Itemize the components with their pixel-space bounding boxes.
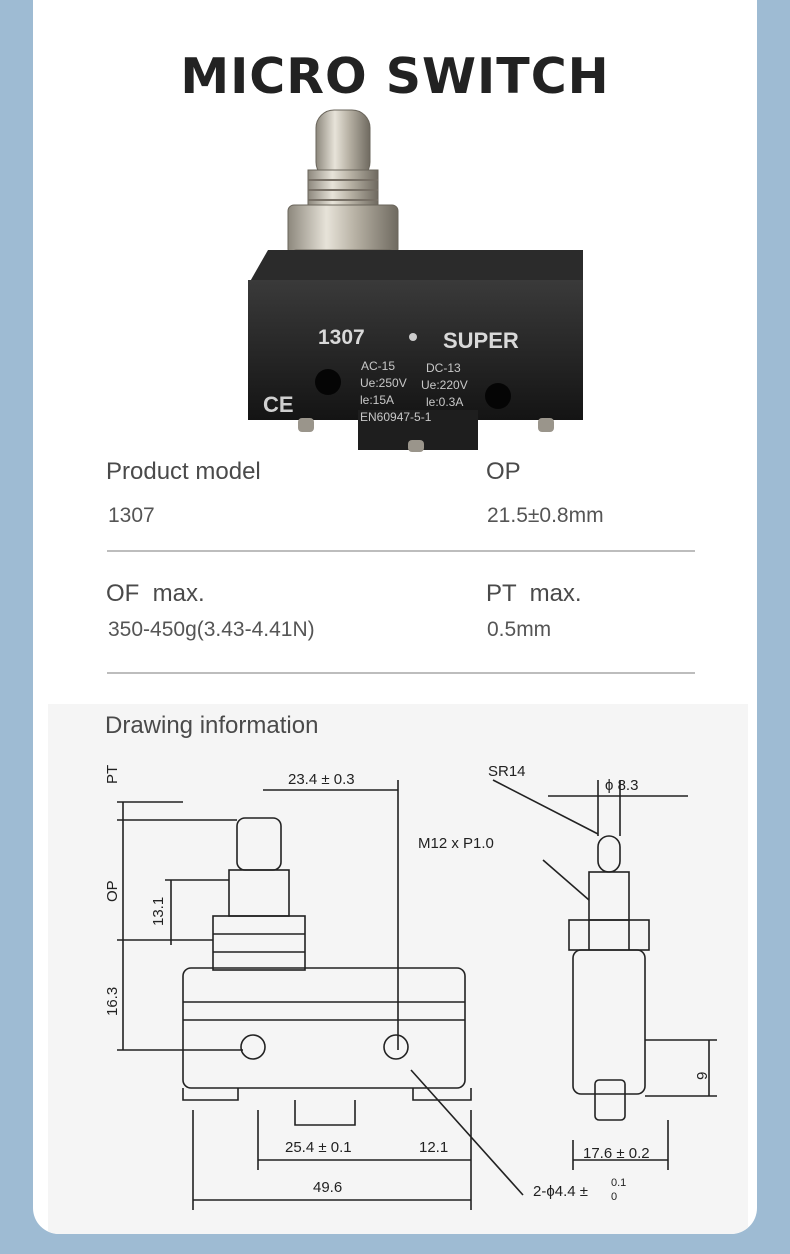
spec-value-pt: 0.5mm bbox=[487, 618, 552, 641]
dim-12-1: 12.1 bbox=[419, 1139, 448, 1156]
spec-label-of: OF max. bbox=[106, 580, 205, 607]
spec-label-product-model: Product model bbox=[106, 458, 261, 485]
rating-ac15: AC-15 bbox=[361, 359, 395, 373]
dim-49-6: 49.6 bbox=[313, 1179, 342, 1196]
spec-value-product-model: 1307 bbox=[108, 504, 155, 527]
dim-13-1: 13.1 bbox=[150, 897, 167, 926]
dim-hole-tol-bottom: 0 bbox=[611, 1191, 617, 1203]
dim-9: 9 bbox=[694, 1072, 711, 1080]
dim-23-4: 23.4 ± 0.3 bbox=[288, 771, 355, 788]
dim-sr14: SR14 bbox=[488, 763, 526, 780]
rating-le15: le:15A bbox=[360, 393, 394, 407]
dim-16-3: 16.3 bbox=[104, 987, 121, 1016]
spec-value-of: 350-450g(3.43-4.41N) bbox=[108, 618, 315, 641]
dim-hole-tol-top: 0.1 bbox=[611, 1177, 626, 1189]
spec-divider bbox=[107, 550, 695, 552]
page-title: MICRO SWITCH bbox=[180, 48, 610, 105]
dim-hole: 2-ϕ4.4 ± bbox=[533, 1183, 588, 1200]
dim-m12: M12 x P1.0 bbox=[418, 835, 494, 852]
spec-value-op: 21.5±0.8mm bbox=[487, 504, 604, 527]
drawing-title: Drawing information bbox=[105, 712, 319, 739]
spec-divider bbox=[107, 672, 695, 674]
dim-pt: PT bbox=[104, 765, 121, 784]
rating-ue220: Ue:220V bbox=[421, 378, 468, 392]
brand-logo: SUPER bbox=[443, 328, 519, 353]
product-photo: 1307 SUPER AC-15 DC-13 Ue:250V Ue:220V l… bbox=[248, 109, 583, 452]
rating-dc13: DC-13 bbox=[426, 361, 461, 375]
product-model-mark: 1307 bbox=[318, 326, 365, 349]
spec-label-op: OP bbox=[486, 458, 521, 485]
dim-phi-8-3: ϕ 8.3 bbox=[605, 777, 638, 794]
ce-mark: CE bbox=[263, 392, 294, 417]
rating-standard: EN60947-5-1 bbox=[360, 410, 432, 424]
dim-op: OP bbox=[104, 880, 121, 902]
spec-label-pt: PT max. bbox=[486, 580, 582, 607]
dim-17-6: 17.6 ± 0.2 bbox=[583, 1145, 650, 1162]
technical-drawing: PT OP 13.1 16.3 23.4 ± 0.3 25.4 ± 0.1 12… bbox=[104, 763, 717, 1210]
product-card: MICRO SWITCH bbox=[33, 0, 757, 1234]
dim-25-4: 25.4 ± 0.1 bbox=[285, 1139, 352, 1156]
rating-ue250: Ue:250V bbox=[360, 376, 407, 390]
rating-le03: le:0.3A bbox=[426, 395, 463, 409]
